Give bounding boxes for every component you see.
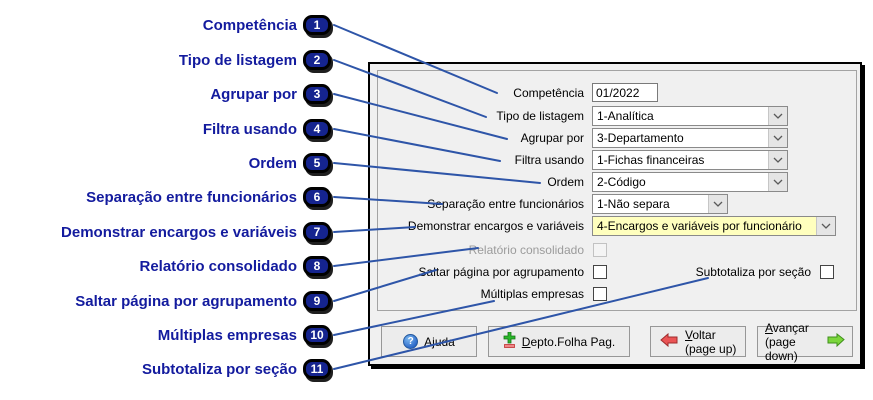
add-remove-icon [503, 331, 516, 351]
tipo-de-listagem-select[interactable]: 1-Analítica [592, 106, 788, 126]
selected-value: 1-Fichas financeiras [597, 153, 705, 167]
chevron-down-icon [816, 217, 835, 235]
filtra-usando-select[interactable]: 1-Fichas financeiras [592, 150, 788, 170]
callout-filtra-usando: Filtra usando 4 [0, 116, 331, 142]
chevron-down-icon [768, 107, 787, 125]
callout-subtotaliza-por-secao: Subtotaliza por seção 11 [0, 356, 331, 382]
competencia-label: Competência [513, 86, 584, 100]
callout-badge-3: 3 [303, 84, 331, 104]
callout-badge-4: 4 [303, 119, 331, 139]
callout-competencia: Competência 1 [0, 12, 331, 38]
tipo-de-listagem-label: Tipo de listagem [496, 109, 584, 123]
callout-demonstrar-encargos: Demonstrar encargos e variáveis 7 [0, 219, 331, 245]
subtotaliza-checkbox[interactable] [820, 265, 834, 279]
ajuda-button[interactable]: ? Ajuda [381, 326, 477, 357]
depto-button-label: Depto.Folha Pag. [521, 334, 616, 349]
chevron-down-icon [768, 173, 787, 191]
selected-value: 1-Analítica [597, 109, 654, 123]
callout-badge-8: 8 [303, 256, 331, 276]
callout-badge-11: 11 [303, 359, 331, 379]
avancar-button-label: Avançar(page down) [765, 320, 809, 363]
ordem-label: Ordem [547, 175, 584, 189]
relatorio-consolidado-label: Relatório consolidado [468, 243, 584, 257]
ajuda-button-label: Ajuda [424, 334, 455, 349]
callout-agrupar-por: Agrupar por 3 [0, 81, 331, 107]
voltar-button[interactable]: Voltar(page up) [650, 326, 746, 357]
callout-label: Múltiplas empresas [157, 326, 297, 344]
competencia-input[interactable] [592, 83, 658, 102]
arrow-right-icon [826, 332, 845, 350]
multiplas-empresas-checkbox[interactable] [593, 287, 607, 301]
filtra-usando-label: Filtra usando [514, 153, 584, 167]
avancar-button[interactable]: Avançar(page down) [757, 321, 853, 363]
callout-label: Agrupar por [210, 85, 297, 103]
saltar-pagina-checkbox[interactable] [593, 265, 607, 279]
callout-badge-10: 10 [303, 325, 331, 345]
callout-label: Subtotaliza por seção [141, 360, 297, 378]
agrupar-por-label: Agrupar por [520, 131, 584, 145]
callout-badge-6: 6 [303, 187, 331, 207]
help-icon: ? [403, 334, 419, 349]
report-options-dialog: Competência Tipo de listagem 1-Analítica… [368, 62, 862, 366]
callout-saltar-pagina: Saltar página por agrupamento 9 [0, 288, 331, 314]
callout-label: Relatório consolidado [139, 257, 297, 275]
chevron-down-icon [768, 129, 787, 147]
voltar-button-label: Voltar(page up) [685, 327, 737, 356]
callout-badge-7: 7 [303, 222, 331, 242]
callout-badge-5: 5 [303, 153, 331, 173]
callout-label: Ordem [248, 154, 297, 172]
callout-badge-1: 1 [303, 15, 331, 35]
ordem-select[interactable]: 2-Código [592, 172, 788, 192]
arrow-left-icon [660, 332, 679, 350]
selected-value: 3-Departamento [597, 131, 684, 145]
callout-label: Filtra usando [202, 120, 297, 138]
agrupar-por-select[interactable]: 3-Departamento [592, 128, 788, 148]
saltar-pagina-label: Saltar página por agrupamento [418, 265, 584, 279]
callout-label: Competência [202, 16, 297, 34]
separacao-select[interactable]: 1-Não separa [592, 194, 728, 214]
callout-label: Saltar página por agrupamento [75, 292, 297, 310]
chevron-down-icon [708, 195, 727, 213]
separacao-label: Separação entre funcionários [427, 197, 584, 211]
callout-separacao-entre-funcionarios: Separação entre funcionários 6 [0, 184, 331, 210]
demonstrar-label: Demonstrar encargos e variáveis [407, 219, 584, 233]
selected-value: 2-Código [597, 175, 646, 189]
callout-ordem: Ordem 5 [0, 150, 331, 176]
callout-label: Separação entre funcionários [86, 188, 297, 206]
selected-value: 1-Não separa [597, 197, 670, 211]
callout-multiplas-empresas: Múltiplas empresas 10 [0, 322, 331, 348]
callout-badge-2: 2 [303, 50, 331, 70]
callout-tipo-de-listagem: Tipo de listagem 2 [0, 47, 331, 73]
selected-value: 4-Encargos e variáveis por funcionário [597, 219, 802, 233]
callout-relatorio-consolidado: Relatório consolidado 8 [0, 253, 331, 279]
subtotaliza-label: Subtotaliza por seção [695, 265, 811, 279]
callout-label: Demonstrar encargos e variáveis [61, 223, 297, 241]
callout-badge-9: 9 [303, 291, 331, 311]
multiplas-empresas-label: Múltiplas empresas [480, 287, 584, 301]
demonstrar-select[interactable]: 4-Encargos e variáveis por funcionário [592, 216, 836, 236]
depto-folha-pag-button[interactable]: Depto.Folha Pag. [488, 326, 630, 357]
callout-label: Tipo de listagem [178, 51, 297, 69]
chevron-down-icon [768, 151, 787, 169]
relatorio-consolidado-checkbox [593, 243, 607, 257]
